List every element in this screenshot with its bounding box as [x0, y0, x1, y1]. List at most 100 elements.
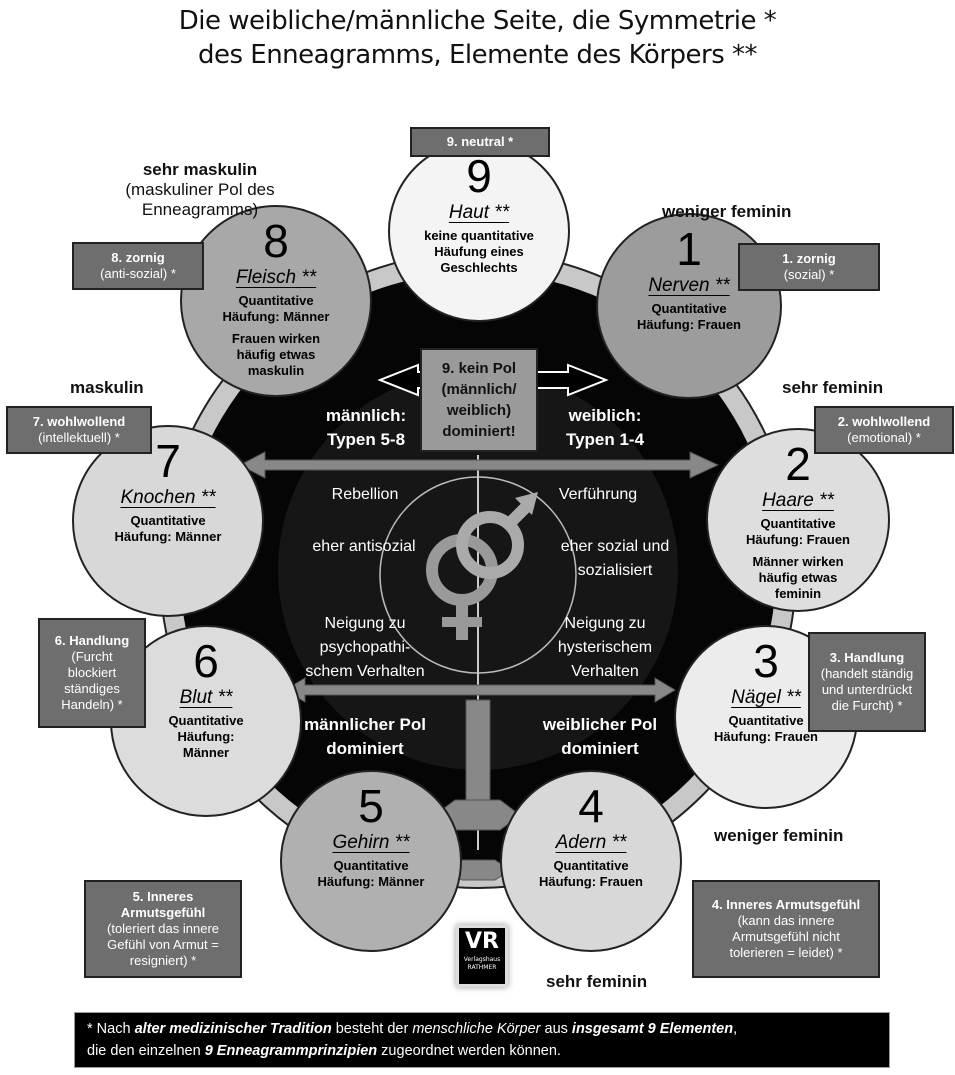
label-sehr-feminin-right: sehr feminin — [782, 378, 884, 397]
type-description: Quantitative Häufung: Frauen — [637, 301, 741, 332]
box-subtitle: (handelt ständig und unterdrückt die Fur… — [820, 666, 914, 713]
box-type-1: 1. zornig(sozial) * — [738, 243, 880, 291]
label-maskulin: maskulin — [70, 378, 144, 397]
type-4-circle: 4 Adern ** Quantitative Häufung: Frauen — [500, 770, 682, 952]
element-label: Blut ** — [179, 687, 233, 708]
horizontal-arrow-top — [238, 451, 720, 479]
element-label: Nägel ** — [731, 687, 801, 708]
type-number: 7 — [155, 435, 181, 487]
type-8-circle: 8 Fleisch ** Quantitative Häufung: Männe… — [180, 205, 372, 397]
horizontal-arrow-bottom — [284, 677, 676, 703]
type-description: Quantitative Häufung: Männer — [168, 713, 244, 760]
type-description: Quantitative Häufung: Frauen — [746, 516, 850, 547]
type-7-circle: 7 Knochen ** Quantitative Häufung: Männe… — [72, 425, 264, 617]
footnote-italic: menschliche Körper — [412, 1021, 541, 1037]
footnote-emphasis: 9 Enneagrammprinzipien — [204, 1043, 378, 1059]
title-line-1: Die weibliche/männliche Seite, die Symme… — [178, 6, 777, 36]
footnote-text: besteht der — [331, 1021, 413, 1037]
box-title: 2. wohlwollend — [837, 414, 931, 429]
box-title: 1. zornig — [782, 251, 836, 266]
text-antisozial: eher antisozial — [312, 538, 416, 555]
footnote-emphasis: alter medizinischer Tradition — [134, 1021, 332, 1037]
label-maennlicher-pol: männlicher Pol dominiert — [304, 715, 426, 758]
type-description: Quantitative Häufung: Männer — [114, 513, 222, 544]
footnote-emphasis: insgesamt 9 Elementen — [571, 1021, 734, 1037]
box-subtitle: (sozial) * — [783, 267, 835, 282]
box-subtitle: (emotional) * — [847, 430, 921, 445]
type-number: 2 — [785, 438, 811, 490]
box-type-7: 7. wohlwollend(intellektuell) * — [6, 406, 152, 454]
box-subtitle: (Furcht blockiert ständiges Handeln) * — [61, 649, 123, 712]
type-number: 3 — [753, 635, 779, 687]
box-type-5: 5. Inneres Armutsgefühl(toleriert das in… — [84, 880, 242, 978]
label-weniger-feminin-bottom: weniger feminin — [714, 826, 844, 845]
type-2-circle: 2 Haare ** Quantitative Häufung: Frauen … — [706, 428, 890, 612]
text-hysterisch: Neigung zu hysterischem Verhalten — [557, 615, 653, 680]
logo-subtext: Verlagshaus RATHMER — [463, 956, 501, 971]
box-type-2: 2. wohlwollend(emotional) * — [814, 406, 954, 454]
center-box-kein-pol: 9. kein Pol (männlich/ weiblich) dominie… — [420, 348, 538, 452]
text-verfuehrung: Verführung — [558, 486, 638, 503]
text-rebellion: Rebellion — [331, 486, 399, 503]
box-title: 6. Handlung — [54, 633, 130, 648]
box-title: 5. Inneres Armutsgefühl — [120, 889, 206, 920]
element-label: Adern ** — [555, 832, 627, 853]
footnote-text: * Nach — [87, 1021, 135, 1037]
publisher-logo: VR Verlagshaus RATHMER — [456, 925, 508, 987]
box-subtitle: (intellektuell) * — [38, 430, 120, 445]
label-subtext: (maskuliner Pol des Enneagramms) — [125, 180, 275, 219]
type-number: 6 — [193, 635, 219, 687]
label-text: sehr maskulin — [142, 160, 258, 179]
type-description: Quantitative Häufung: Männer — [222, 293, 330, 324]
label-weiblicher-pol: weiblicher Pol dominiert — [542, 715, 658, 758]
element-label: Haut ** — [448, 202, 510, 223]
page-title: Die weibliche/männliche Seite, die Symme… — [0, 4, 955, 72]
footnote-text: die den einzelnen — [87, 1043, 205, 1059]
box-type-8: 8. zornig(anti-sozial) * — [72, 242, 204, 290]
gender-symbol-icon — [426, 492, 538, 640]
element-label: Knochen ** — [120, 487, 216, 508]
footnote-text: , — [733, 1021, 738, 1037]
box-type-9: 9. neutral * — [410, 127, 550, 157]
type-number: 1 — [676, 223, 702, 275]
type-number: 4 — [578, 780, 604, 832]
title-line-2: des Enneagramms, Elemente des Körpers ** — [197, 40, 758, 70]
type-description: Quantitative Häufung: Männer — [317, 858, 425, 889]
type-extra: Frauen wirken häufig etwas maskulin — [231, 331, 321, 378]
text-psychopathisch: Neigung zu psychopathi-schem Verhalten — [305, 615, 425, 680]
element-label: Gehirn ** — [332, 832, 410, 853]
box-type-6: 6. Handlung(Furcht blockiert ständiges H… — [38, 618, 146, 728]
box-title: 3. Handlung — [829, 650, 905, 665]
box-subtitle: (toleriert das innere Gefühl von Armut =… — [107, 921, 219, 968]
box-title: 7. wohlwollend — [32, 414, 126, 429]
element-label: Nerven ** — [648, 275, 730, 296]
type-9-circle: 9 Haut ** keine quantitative Häufung ein… — [388, 140, 570, 322]
box-title: 4. Inneres Armutsgefühl — [711, 897, 861, 912]
footnote-text: aus — [540, 1021, 572, 1037]
label-weniger-feminin-top: weniger feminin — [662, 202, 792, 221]
label-weiblich: weiblich: Typen 1-4 — [565, 406, 645, 449]
type-number: 9 — [466, 150, 492, 202]
center-box-text: 9. kein Pol (männlich/ weiblich) dominie… — [441, 360, 517, 440]
box-subtitle: (anti-sozial) * — [100, 266, 176, 281]
element-label: Fleisch ** — [235, 267, 317, 288]
box-type-4: 4. Inneres Armutsgefühl(kann das innere … — [692, 880, 880, 978]
type-description: Quantitative Häufung: Frauen — [714, 713, 818, 744]
label-sehr-feminin-bottom: sehr feminin — [546, 972, 648, 991]
type-number: 5 — [358, 780, 384, 832]
logo-text: VR — [465, 929, 499, 954]
element-label: Haare ** — [762, 490, 834, 511]
label-sehr-maskulin: sehr maskulin(maskuliner Pol des Enneagr… — [100, 160, 300, 220]
box-title: 9. neutral * — [446, 134, 514, 149]
footnote: * Nach alter medizinischer Tradition bes… — [74, 1012, 890, 1068]
label-maennlich: männlich: Typen 5-8 — [325, 406, 407, 449]
footnote-text: zugeordnet werden können. — [377, 1043, 561, 1059]
type-extra: Männer wirken häufig etwas feminin — [752, 554, 844, 601]
box-subtitle: (kann das innere Armutsgefühl nicht tole… — [729, 913, 843, 960]
box-type-3: 3. Handlung(handelt ständig und unterdrü… — [808, 632, 926, 732]
text-sozial: eher sozial und sozialisiert — [560, 538, 670, 579]
type-description: Quantitative Häufung: Frauen — [539, 858, 643, 889]
type-number: 8 — [263, 215, 289, 267]
arrow-right-white — [519, 363, 609, 397]
